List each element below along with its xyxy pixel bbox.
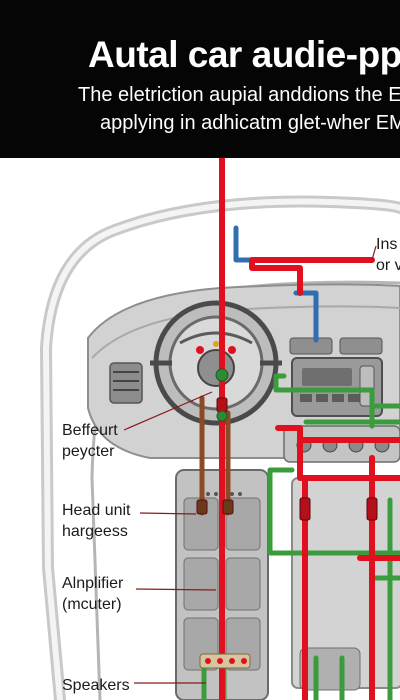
page-title: Autal car audie-pp [88, 34, 400, 75]
subtitle-line-1: The eletriction aupial anddions the EM [78, 84, 400, 106]
wire-connectors [196, 368, 378, 521]
callout-leader-lines [123, 245, 377, 684]
header-banner: Autal car audie-pp The eletriction aupia… [0, 0, 400, 158]
speaker-terminals [199, 653, 251, 669]
callout-insulation: Ins or v [376, 236, 400, 274]
head-unit [291, 357, 383, 417]
steering-wheel [150, 300, 282, 426]
callout-amplifier: Alnplifier (mcuter) [62, 575, 124, 613]
ground-wire [199, 395, 231, 516]
callout-head-unit: Head unit hargeess [62, 502, 131, 540]
center-air-vents [289, 337, 383, 355]
left-air-vent [109, 362, 143, 404]
subtitle-line-2: applying in adhicatm glet-wher EM [100, 112, 400, 134]
callout-speakers: Speakers [62, 677, 130, 694]
signal-wire [201, 350, 400, 700]
callout-buffer: Beffeurt peycter [62, 422, 118, 460]
wiring-diagram [39, 158, 400, 700]
